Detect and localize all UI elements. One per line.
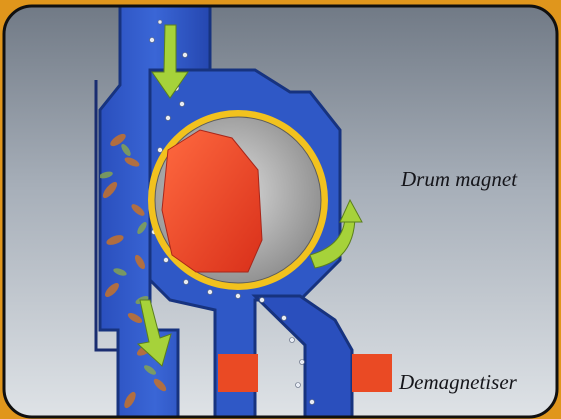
demagnetiser-block-right: [352, 354, 392, 392]
demagnetiser-block-left: [218, 354, 258, 392]
demagnetiser-label: Demagnetiser: [399, 370, 517, 395]
drum-magnet-label: Drum magnet: [401, 167, 517, 192]
